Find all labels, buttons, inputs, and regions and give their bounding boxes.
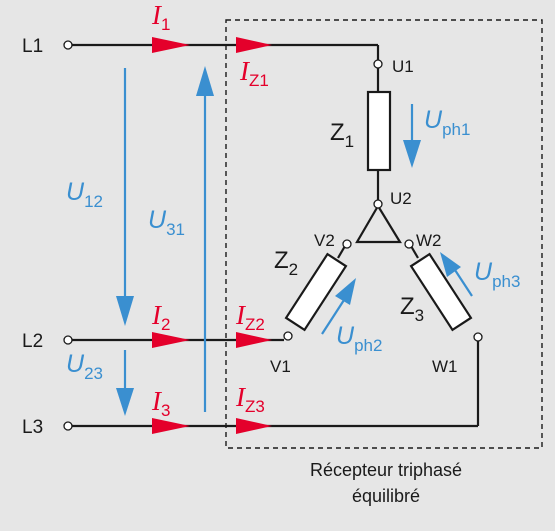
receiver-boundary (225, 19, 543, 449)
iz2-label: IZ2 (235, 300, 265, 334)
iz3-label: IZ3 (235, 382, 265, 416)
voltage-arrows (116, 66, 473, 416)
l1-label: L1 (22, 36, 43, 57)
i3-arrow (152, 418, 190, 434)
v1-label: V1 (270, 357, 291, 376)
i2-label: I2 (151, 300, 170, 334)
iz2-arrow (236, 332, 272, 348)
uph2-label: Uph2 (336, 322, 382, 355)
iz1-label: IZ1 (239, 56, 269, 90)
l2-label: L2 (22, 331, 43, 352)
i1-label: I1 (151, 0, 170, 34)
z3-label: Z3 (400, 293, 424, 325)
caption-line1: Récepteur triphasé (310, 460, 462, 480)
u2-label: U2 (390, 189, 412, 208)
uph2-arrow (321, 299, 345, 335)
wiring (72, 43, 480, 428)
z2-impedance (284, 252, 348, 332)
z1-impedance (366, 90, 392, 172)
u12-label: U12 (66, 178, 103, 211)
u23-label: U23 (66, 350, 103, 383)
i2-arrow (152, 332, 190, 348)
z2-label: Z2 (274, 247, 298, 279)
uph3-arrow (454, 269, 473, 297)
terminal-circles (63, 40, 483, 431)
w2-label: W2 (416, 231, 442, 250)
w1-label: W1 (432, 357, 458, 376)
iz3-arrow (236, 418, 272, 434)
current-arrows (152, 37, 272, 434)
z1-label: Z1 (330, 119, 354, 151)
uph3-label: Uph3 (474, 258, 520, 291)
l3-label: L3 (22, 417, 43, 438)
u1-label: U1 (392, 57, 414, 76)
i3-label: I3 (151, 386, 170, 420)
v2-label: V2 (314, 231, 335, 250)
i1-arrow (152, 37, 190, 53)
iz1-arrow (236, 37, 272, 53)
caption-line2: équilibré (352, 486, 420, 506)
z3-impedance (409, 252, 473, 332)
uph1-label: Uph1 (424, 106, 470, 139)
u31-label: U31 (148, 206, 185, 239)
